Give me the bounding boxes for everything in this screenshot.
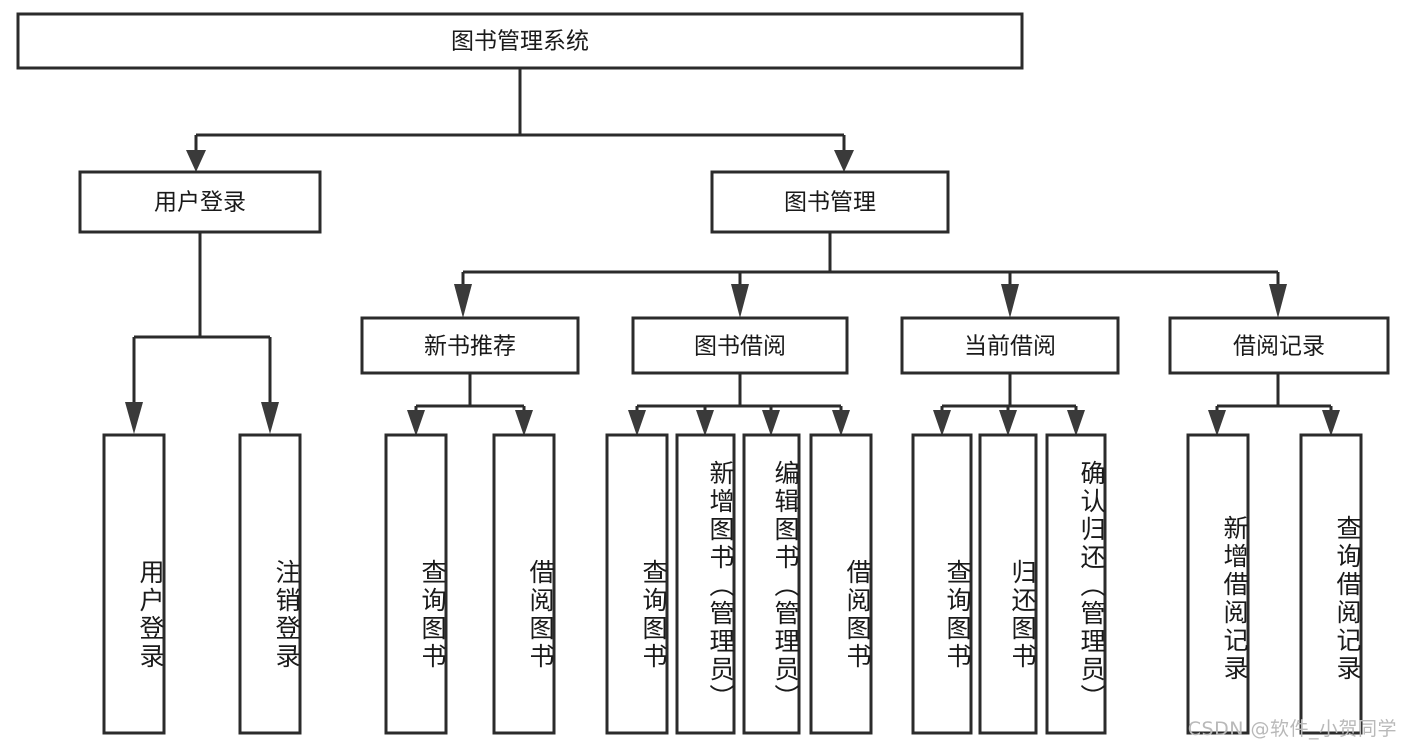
- leaf-bb-edit-book[interactable]: [742, 433, 801, 735]
- arrow-head-icon: [1208, 410, 1226, 436]
- node-new-book-recommend-label: 新书推荐: [424, 334, 516, 360]
- leaf-nb-borrow-book[interactable]: [492, 433, 556, 735]
- arrow-head-icon: [1269, 284, 1287, 318]
- arrow-head-icon: [1001, 284, 1019, 318]
- arrow-head-icon: [628, 410, 646, 436]
- csdn-watermark: CSDN @软件_小贺同学: [1187, 718, 1397, 740]
- arrow-head-icon: [1322, 410, 1340, 436]
- node-borrow-record-label: 借阅记录: [1233, 334, 1325, 360]
- connector-root-to-level2: [186, 68, 854, 172]
- leaf-user-login[interactable]: [102, 433, 166, 735]
- arrow-head-icon: [515, 410, 533, 436]
- leaf-cb-return-book[interactable]: [978, 433, 1038, 735]
- arrow-head-icon: [261, 402, 279, 434]
- leaf-br-add-record[interactable]: [1186, 433, 1250, 735]
- arrow-head-icon: [832, 410, 850, 436]
- connector-borrowrecord-to-leaves: [1208, 373, 1340, 436]
- arrow-head-icon: [454, 284, 472, 318]
- leaf-bb-add-book[interactable]: [675, 433, 736, 735]
- arrow-head-icon: [731, 284, 749, 318]
- connector-newbook-to-leaves: [407, 373, 533, 436]
- node-root[interactable]: 图书管理系统: [16, 12, 1024, 70]
- arrow-head-icon: [999, 410, 1017, 436]
- node-current-borrow[interactable]: 当前借阅: [900, 316, 1120, 375]
- node-book-manage[interactable]: 图书管理: [710, 170, 950, 234]
- arrow-head-icon: [762, 410, 780, 436]
- leaf-cb-confirm-return[interactable]: [1045, 433, 1107, 735]
- node-book-manage-label: 图书管理: [784, 190, 876, 216]
- leaf-br-query-record[interactable]: [1299, 433, 1363, 735]
- node-root-label: 图书管理系统: [451, 29, 589, 55]
- leaf-bb-query-book[interactable]: [605, 433, 669, 735]
- node-user-login[interactable]: 用户登录: [78, 170, 322, 234]
- node-user-login-label: 用户登录: [154, 190, 246, 216]
- connector-bookborrow-to-leaves: [628, 373, 850, 436]
- leaf-logout[interactable]: [238, 433, 302, 735]
- node-current-borrow-label: 当前借阅: [964, 334, 1056, 360]
- node-book-borrow[interactable]: 图书借阅: [631, 316, 849, 375]
- arrow-head-icon: [696, 410, 714, 436]
- connector-currentborrow-to-leaves: [933, 373, 1085, 436]
- node-new-book-recommend[interactable]: 新书推荐: [360, 316, 580, 375]
- leaf-nb-query-book[interactable]: [384, 433, 448, 735]
- connector-booksmanage-to-level3: [454, 232, 1287, 318]
- arrow-head-icon: [407, 410, 425, 436]
- node-book-borrow-label: 图书借阅: [694, 334, 786, 360]
- arrow-head-icon: [933, 410, 951, 436]
- leaf-cb-query-book[interactable]: [911, 433, 973, 735]
- connector-userlogin-to-leaves: [125, 232, 279, 434]
- node-borrow-record[interactable]: 借阅记录: [1168, 316, 1390, 375]
- arrow-head-icon: [186, 150, 206, 172]
- arrow-head-icon: [125, 402, 143, 434]
- arrow-head-icon: [834, 150, 854, 172]
- leaf-bb-borrow-book[interactable]: [809, 433, 873, 735]
- arrow-head-icon: [1067, 410, 1085, 436]
